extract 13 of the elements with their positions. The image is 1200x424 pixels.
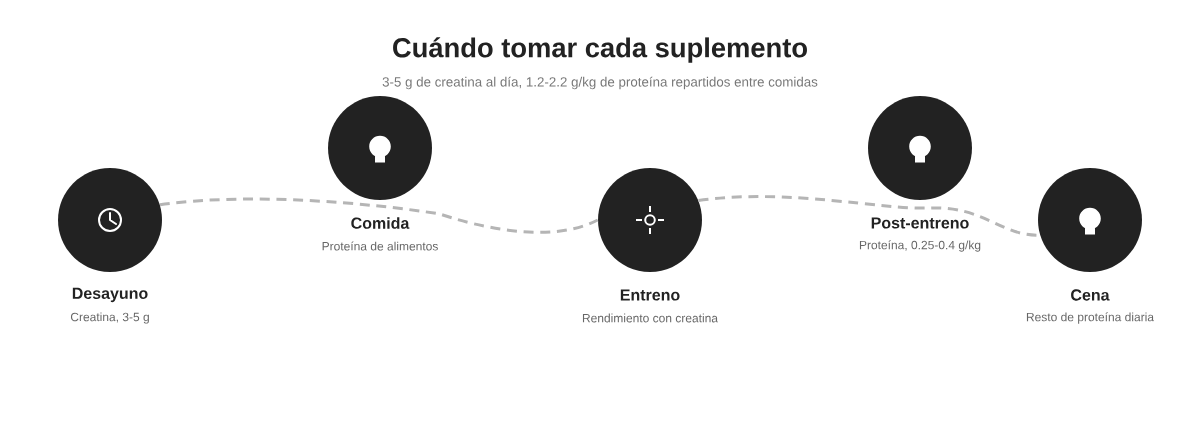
step-description: Proteína de alimentos	[322, 241, 438, 251]
step-description: Proteína, 0.25-0.4 g/kg	[859, 240, 981, 252]
dashed-connector	[159, 197, 599, 234]
step-description: Rendimiento con creatina	[582, 313, 718, 323]
title: Cuándo tomar cada suplemento	[393, 37, 807, 63]
step-description: Creatina, 3-5 g	[70, 312, 149, 324]
step-title: Desayuno	[72, 287, 148, 303]
step-title: Post-entreno	[871, 217, 969, 229]
step-title: Comida	[351, 217, 410, 229]
step-title: Entreno	[620, 289, 680, 301]
step-title: Cena	[1071, 289, 1110, 301]
step-description: Resto de proteína diaria	[1026, 312, 1154, 324]
subtitle: 3-5 g de creatina al día, 1.2-2.2 g/kg de proteína repartidos entre comidas	[382, 76, 818, 90]
